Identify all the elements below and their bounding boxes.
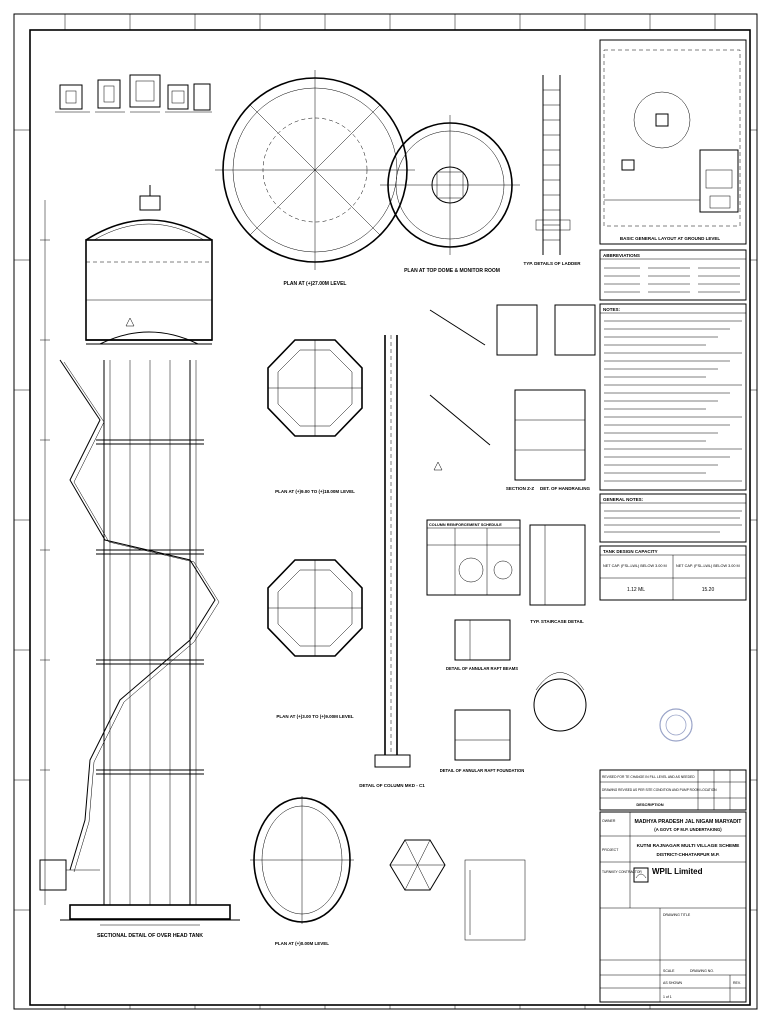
raft-foundation-detail [454, 709, 511, 761]
column-reinforcement-table [426, 519, 521, 596]
raft-foundation-title: DETAIL OF ANNULAR RAFT FOUNDATION [440, 768, 525, 773]
plan-level-27 [215, 70, 415, 270]
handrailing-title: DET. OF HANDRAILING [540, 486, 590, 491]
elevation-title: SECTIONAL DETAIL OF OVER HEAD TANK [97, 933, 203, 939]
tank-sectional-elevation [39, 185, 240, 926]
contractor-label: TURNKEY CONTRACTOR [602, 870, 642, 874]
plan-level-0 [250, 796, 354, 924]
notes-panel [599, 303, 747, 491]
revision-row-1: REVISED FOR TE CHANGE IN FILL LEVEL AND … [602, 775, 695, 779]
section-details-middle [429, 304, 596, 481]
capacity-cell-3: 1.12 ML [627, 587, 645, 593]
capacity-cell-4: 15.20 [702, 587, 715, 593]
scale-value: AS SHOWN [663, 981, 683, 985]
plan-level-2 [267, 339, 363, 437]
plan-level-3 [267, 559, 363, 657]
ring-beam-title: DETAIL OF ANNULAR RAFT BEAMS [446, 666, 518, 671]
owner-label: OWNER [602, 819, 616, 823]
capacity-title: TANK DESIGN CAPACITY [603, 549, 658, 554]
plan-level-27-title: PLAN AT (+)27.00M LEVEL [284, 281, 347, 287]
project-line-2: DISTRICT-CHHATARPUR M.P. [657, 852, 720, 857]
column-detail [374, 335, 411, 768]
site-layout-title: BASIC GENERAL LAYOUT AT GROUND LEVEL [620, 236, 721, 241]
dome-arch-detail [533, 672, 587, 732]
abbreviations-panel [599, 249, 747, 301]
notes-title: NOTES: [603, 307, 621, 312]
project-line-1: KUTNI RAJNAGAR MULTI VILLAGE SCHEME [637, 843, 741, 849]
revision-row-2: DRAWING REVISED AS PER SITE CONDITION AN… [602, 788, 717, 792]
rev-label: REV. [733, 981, 741, 985]
general-notes-title: GENERAL NOTES: [603, 497, 644, 502]
site-layout-panel [599, 39, 747, 245]
drawing-no-label: DRAWING NO. [690, 969, 714, 973]
company-name: WPIL Limited [652, 867, 703, 876]
scale-label: SCALE [663, 969, 675, 973]
sheet-number: 1 of 1 [663, 995, 672, 999]
ladder-detail-title: TYP. DETAILS OF LADDER [523, 261, 581, 266]
ring-beam-detail [454, 619, 511, 661]
plan-top-dome [380, 115, 520, 255]
column-detail-title: DETAIL OF COLUMN MKD - C1 [359, 783, 425, 788]
capacity-cell-2: NET CAP. (FSL-LWL) BELOW 3.00 M [676, 564, 740, 568]
plan-level-2-title: PLAN AT (+)9.00 TO (+)18.00M LEVEL [275, 489, 355, 494]
owner-line-1: MADHYA PRADESH JAL NIGAM MARYADIT [635, 819, 743, 825]
revision-table [599, 769, 747, 811]
column-reinf-title: COLUMN REINFORCEMENT SCHEDULE [429, 523, 502, 527]
section-zz-title: SECTION Z-Z [506, 486, 534, 491]
drawing-title-label: DRAWING TITLE [663, 913, 691, 917]
plan-top-dome-title: PLAN AT TOP DOME & MONITOR ROOM [404, 268, 500, 274]
project-label: PROJECT [602, 848, 619, 852]
general-notes-panel [599, 493, 747, 543]
abbreviations-title: ABBREVIATIONS [603, 253, 640, 258]
plan-column-star [389, 839, 446, 891]
owner-line-2: (A GOVT. OF M.P. UNDERTAKING) [654, 827, 722, 832]
staircase-detail-title: TYP. STAIRCASE DETAIL [530, 619, 584, 624]
revision-header: DESCRIPTION [636, 802, 663, 807]
top-left-small-details [55, 74, 212, 113]
plan-level-3-title: PLAN AT (+)3.00 TO (+)9.00M LEVEL [276, 714, 353, 719]
title-block [599, 811, 747, 1003]
footing-detail [464, 859, 526, 941]
company-seal [659, 708, 693, 742]
sheet-border [13, 13, 758, 1010]
plan-level-0-title: PLAN AT (+)0.00M LEVEL [275, 941, 329, 946]
capacity-cell-1: NET CAP. (FSL-LWL) BELOW 3.00 M [603, 564, 667, 568]
ladder-detail [535, 75, 571, 255]
staircase-detail [529, 524, 586, 606]
capacity-table [599, 545, 747, 601]
